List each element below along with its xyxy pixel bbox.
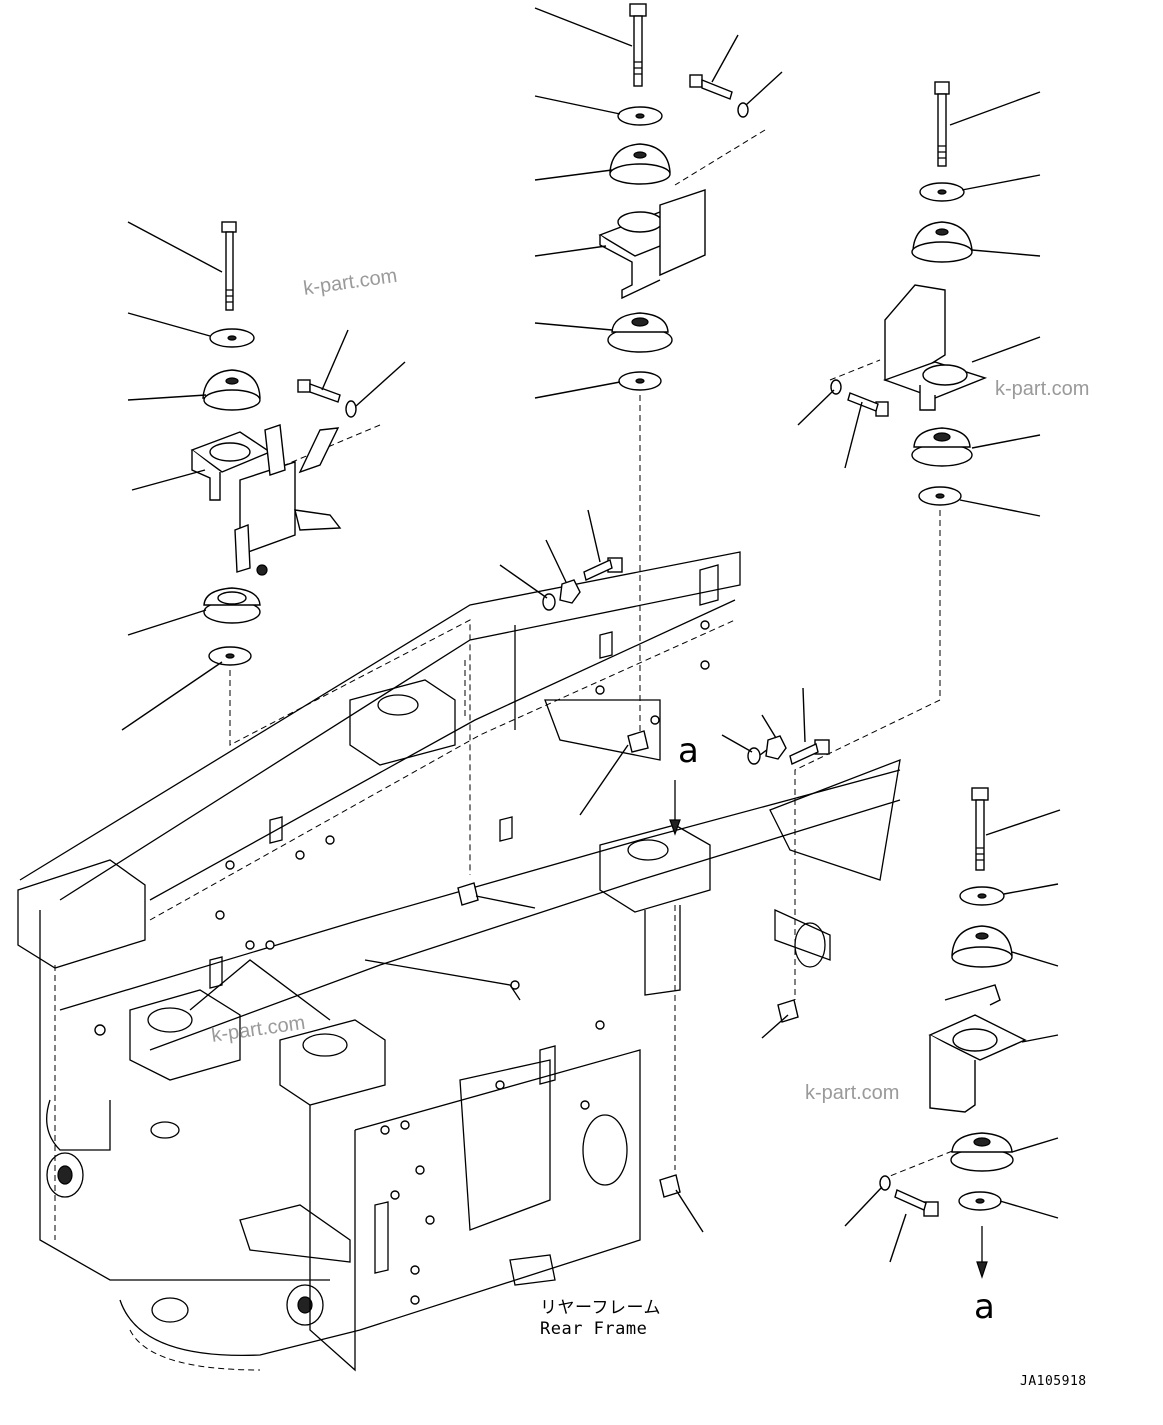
nut-icon [659, 1174, 681, 1198]
view-arrows [669, 780, 988, 1279]
rubber-mount-icon [951, 925, 1013, 968]
bolt-icon [789, 739, 830, 765]
bolt-icon [971, 787, 989, 871]
bolt-icon [934, 81, 950, 167]
nut-icon [627, 730, 649, 753]
washer-icon [959, 886, 1005, 906]
watermark: k-part.com [805, 1082, 900, 1104]
frame-small-parts [457, 557, 830, 1198]
bolt-icon [894, 1189, 939, 1217]
top-center-mount-assembly [598, 3, 749, 391]
frame-caption-english: Rear Frame [540, 1319, 648, 1339]
bolt-icon [297, 379, 341, 403]
washer-icon [958, 1191, 1002, 1211]
frame-caption-japanese: リヤーフレーム [540, 1298, 661, 1318]
bolt-icon [689, 74, 733, 100]
bolt-icon [629, 3, 647, 87]
washer-icon [209, 328, 255, 348]
rubber-mount-icon [911, 427, 973, 467]
washer-icon [208, 646, 252, 666]
right-lower-mount-assembly [879, 787, 1027, 1217]
left-mount-assembly [190, 221, 357, 666]
rubber-mount-icon [202, 369, 261, 411]
frame-caption: リヤーフレーム Rear Frame [540, 1298, 661, 1340]
washer-icon [618, 371, 662, 391]
watermark: k-part.com [995, 378, 1090, 400]
bracket-icon [882, 284, 988, 411]
washer-icon [879, 1175, 891, 1191]
frame-bolts [94, 620, 710, 1305]
rubber-mount-icon [911, 221, 973, 263]
nut-icon [777, 999, 799, 1023]
rear-frame [17, 551, 901, 1372]
washer-icon [617, 106, 663, 126]
washer-icon [919, 182, 965, 202]
washer-icon [737, 102, 749, 118]
nut-icon [765, 735, 787, 760]
nut-icon [559, 579, 581, 604]
right-upper-mount-assembly [830, 81, 988, 506]
leader-lines [121, 7, 1061, 1263]
rubber-mount-icon [607, 312, 673, 353]
view-label-a: a [678, 731, 699, 771]
bracket-icon [928, 984, 1027, 1113]
rubber-mount-icon [950, 1132, 1014, 1172]
bracket-icon [190, 424, 342, 576]
view-label-a: a [974, 1287, 995, 1327]
rubber-mount-icon [609, 143, 671, 185]
washer-icon [345, 400, 357, 418]
bolt-icon [221, 221, 237, 311]
nut-icon [457, 882, 479, 906]
washer-icon [918, 486, 962, 506]
bolt-icon [583, 557, 623, 581]
bolt-icon [847, 392, 889, 417]
drawing-id: JA105918 [1020, 1374, 1087, 1389]
bracket-icon [598, 189, 706, 300]
rubber-mount-icon [203, 587, 261, 624]
